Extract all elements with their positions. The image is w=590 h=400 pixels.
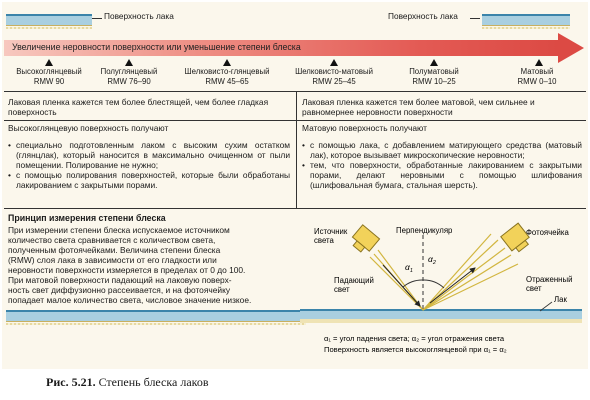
leader-line-left (92, 18, 102, 19)
source-label: света (314, 236, 335, 245)
surface-label-right: Поверхность лака (388, 11, 458, 21)
marker-triangle-icon (223, 59, 231, 66)
gloss-scale-arrow (4, 40, 560, 56)
leader-line-right (470, 18, 480, 19)
photocell-label: Фотоячейка (526, 228, 569, 237)
figure-caption: Рис. 5.21. Степень блеска лаков (46, 375, 209, 389)
column-divider (296, 91, 297, 208)
right-heading: Матовую поверхность получают (302, 123, 427, 133)
surface-label-left: Поверхность лака (104, 11, 174, 21)
reflected-beams (422, 233, 519, 311)
marker-triangle-icon (45, 59, 53, 66)
lacquer-label: Лак (554, 295, 567, 304)
angle-legend: α₁ = угол падения света; α₂ = угол отраж… (324, 334, 505, 343)
arrow-caption: Увеличение неровности поверхности или ум… (12, 42, 301, 52)
table-rule (4, 91, 586, 92)
glossy-surface-sample (6, 14, 92, 29)
light-source-icon (351, 224, 381, 253)
incident-label: свет (334, 285, 350, 294)
right-bullets: с помощью лака, с добавлением матирующег… (302, 140, 582, 190)
marker-triangle-icon (430, 59, 438, 66)
photocell-icon (500, 222, 530, 253)
left-statement: Лаковая пленка кажется тем более блестящ… (8, 97, 269, 117)
gloss-measurement-diagram: Источник света Перпендикуляр Фотоячейка … (300, 222, 582, 354)
source-label: Источник (314, 227, 348, 236)
lacquer-layer-left (6, 310, 306, 325)
perpendicular-label: Перпендикуляр (396, 226, 453, 235)
right-statement: Лаковая пленка кажется тем более матовой… (302, 97, 535, 117)
marker-triangle-icon (535, 59, 543, 66)
list-item: специально подготовленным лаком с высоки… (8, 140, 290, 170)
incident-label: Падающий (334, 276, 374, 285)
list-item: тем, что поверхности, обработанные лакир… (302, 160, 582, 190)
lacquer-layer (300, 309, 582, 323)
reflected-label: свет (526, 284, 542, 293)
alpha1-arc (402, 279, 424, 288)
list-item: с помощью лака, с добавлением матирующег… (302, 140, 582, 160)
principle-text: При измерении степени блеска испускаемое… (8, 225, 252, 305)
lacquer-leader (539, 301, 553, 312)
alpha2-label: α2 (428, 254, 436, 266)
table-rule (4, 208, 586, 209)
table-rule (4, 120, 586, 121)
alpha1-label: α1 (405, 262, 413, 274)
arrow-head-icon (558, 33, 584, 63)
marker-triangle-icon (125, 59, 133, 66)
alpha2-arc (422, 279, 445, 289)
marker-triangle-icon (330, 59, 338, 66)
reflected-label: Отраженный (526, 275, 572, 284)
list-item: с помощью полирования поверхностей, кото… (8, 170, 290, 190)
gloss-condition: Поверхность является высокоглянцевой при… (324, 345, 507, 354)
left-heading: Высокоглянцевую поверхность получают (8, 123, 169, 133)
principle-heading: Принцип измерения степени блеска (8, 213, 166, 223)
left-bullets: специально подготовленным лаком с высоки… (8, 140, 290, 190)
matte-surface-sample (482, 14, 570, 29)
incident-beam (369, 249, 424, 311)
